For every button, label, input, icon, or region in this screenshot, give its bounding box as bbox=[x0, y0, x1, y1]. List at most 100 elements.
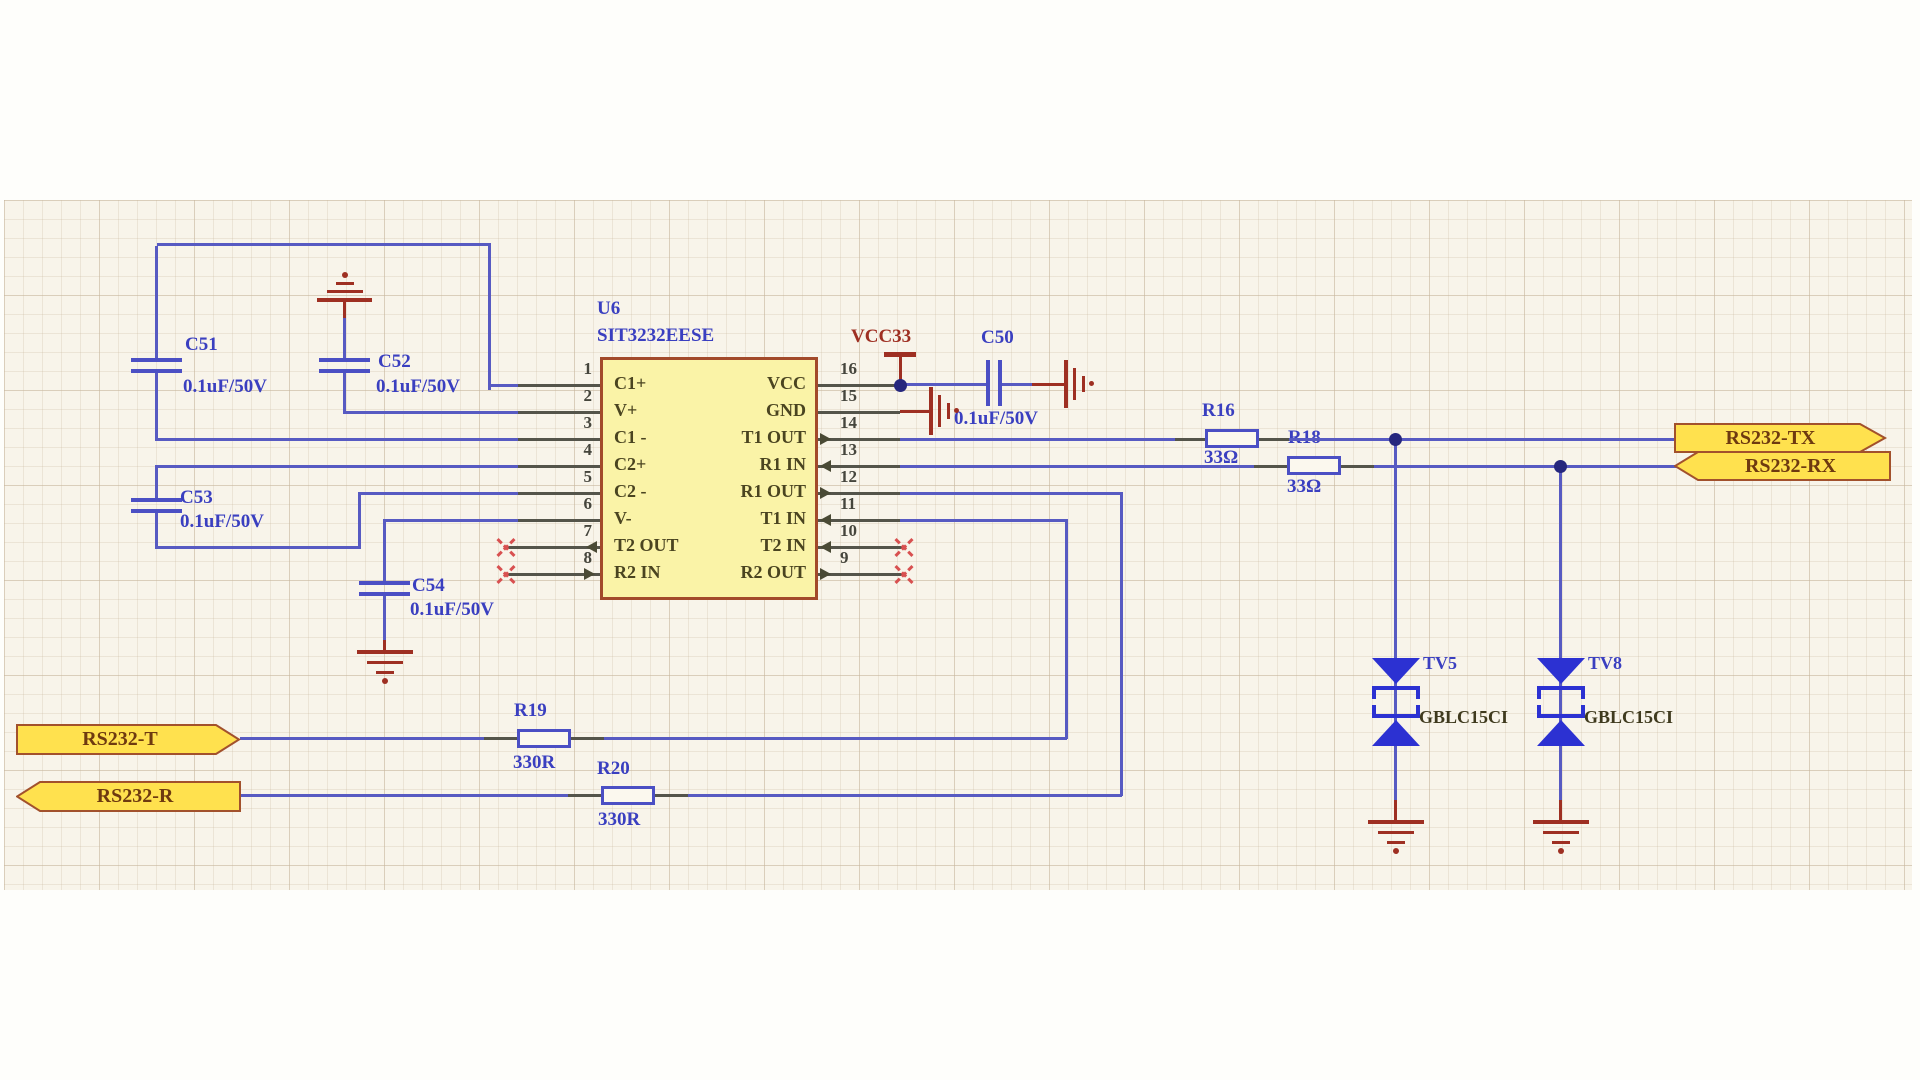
pin-stub bbox=[518, 519, 600, 522]
pin-name: T1 IN bbox=[760, 508, 806, 528]
wire-segment bbox=[383, 596, 386, 640]
resistor-value: 33Ω bbox=[1204, 447, 1239, 468]
ic-part-number: SIT3232EESE bbox=[597, 325, 715, 346]
pin-number: 15 bbox=[840, 386, 857, 405]
wire-segment bbox=[155, 246, 158, 360]
schematic-sheet-grid bbox=[4, 200, 1912, 890]
pin-direction-arrow bbox=[820, 541, 831, 553]
no-connect-x-icon bbox=[892, 535, 916, 559]
pin-stub bbox=[518, 411, 600, 414]
port-rs232-t[interactable] bbox=[16, 724, 242, 755]
pin-name: C1+ bbox=[614, 373, 647, 393]
wire-segment bbox=[383, 519, 520, 522]
wire-segment bbox=[1394, 438, 1397, 800]
pin-stub bbox=[818, 573, 904, 576]
wire-segment bbox=[900, 383, 987, 386]
pin-direction-arrow bbox=[820, 460, 831, 472]
pin-name: R2 IN bbox=[614, 562, 661, 582]
wire-segment bbox=[488, 243, 491, 390]
resistor-value: 33Ω bbox=[1287, 476, 1322, 497]
pin-direction-arrow bbox=[820, 568, 831, 580]
resistor-lead bbox=[655, 794, 688, 797]
resistor-lead bbox=[1254, 465, 1287, 468]
ic-u6-body[interactable] bbox=[600, 357, 818, 600]
resistor-ref: R18 bbox=[1288, 428, 1321, 447]
pin-number: 9 bbox=[840, 548, 849, 567]
port-rs232-r[interactable] bbox=[16, 781, 242, 812]
tvs-ref: TV5 bbox=[1423, 653, 1458, 673]
tvs-ref: TV8 bbox=[1588, 653, 1623, 673]
pin-name: T2 OUT bbox=[614, 535, 679, 555]
wire-segment bbox=[1065, 519, 1068, 739]
pin-stub bbox=[818, 519, 900, 522]
wire-segment bbox=[900, 410, 931, 413]
pin-number: 1 bbox=[583, 359, 593, 378]
wire-segment bbox=[899, 356, 902, 386]
pin-name: R1 IN bbox=[759, 454, 806, 474]
resistor-lead bbox=[1175, 438, 1205, 441]
pin-number: 7 bbox=[583, 521, 593, 540]
wire-segment bbox=[155, 438, 520, 441]
capacitor-ref: C54 bbox=[412, 575, 445, 596]
wire-segment bbox=[155, 465, 520, 468]
port-rs232-rx[interactable] bbox=[1674, 451, 1892, 481]
port-label: RS232-R bbox=[96, 785, 174, 807]
wire-segment bbox=[240, 737, 1067, 740]
wire-segment bbox=[900, 519, 1067, 522]
wire-segment bbox=[489, 384, 520, 387]
port-label: RS232-RX bbox=[1744, 455, 1837, 477]
wire-segment bbox=[1002, 383, 1034, 386]
power-net-label: VCC33 bbox=[851, 326, 912, 347]
capacitor-value: 0.1uF/50V bbox=[954, 408, 1038, 429]
pin-stub bbox=[818, 546, 904, 549]
pin-name: C2+ bbox=[614, 454, 647, 474]
pin-stub bbox=[818, 411, 900, 414]
wire-segment bbox=[358, 492, 361, 549]
resistor-ref: R16 bbox=[1202, 400, 1235, 421]
port-rs232-tx[interactable] bbox=[1674, 423, 1888, 453]
pin-name: V+ bbox=[614, 400, 638, 420]
junction-dot bbox=[1554, 460, 1567, 473]
pin-name: T2 IN bbox=[760, 535, 806, 555]
wire-segment bbox=[155, 546, 361, 549]
pin-number: 16 bbox=[840, 359, 857, 378]
pin-stub bbox=[818, 384, 900, 387]
capacitor-value: 0.1uF/50V bbox=[180, 511, 264, 532]
no-connect-x-icon bbox=[892, 562, 916, 586]
wire-segment bbox=[1032, 383, 1066, 386]
wire-segment bbox=[383, 521, 386, 583]
wire-segment bbox=[155, 513, 158, 549]
resistor-value: 330R bbox=[513, 752, 556, 773]
pin-number: 14 bbox=[840, 413, 857, 432]
wire-segment bbox=[343, 373, 346, 414]
port-label: RS232-T bbox=[82, 728, 158, 750]
pin-name: VCC bbox=[767, 373, 806, 393]
pin-stub bbox=[518, 384, 600, 387]
wire-segment bbox=[1120, 492, 1123, 796]
pin-number: 4 bbox=[583, 440, 593, 459]
pin-number: 6 bbox=[583, 494, 593, 513]
resistor-lead bbox=[484, 737, 517, 740]
wire-segment bbox=[343, 302, 346, 320]
pin-direction-arrow bbox=[820, 514, 831, 526]
tvs-part-number: GBLC15CI bbox=[1419, 707, 1509, 727]
pin-stub bbox=[508, 546, 600, 549]
capacitor-value: 0.1uF/50V bbox=[376, 376, 460, 397]
capacitor-ref: C53 bbox=[180, 487, 213, 508]
wire-segment bbox=[155, 373, 158, 441]
pin-direction-arrow bbox=[584, 568, 595, 580]
junction-dot bbox=[1389, 433, 1402, 446]
pin-name: C1 - bbox=[614, 427, 647, 447]
pin-stub bbox=[818, 438, 900, 441]
resistor-lead bbox=[568, 794, 601, 797]
capacitor-ref: C50 bbox=[981, 327, 1014, 348]
wire-segment bbox=[343, 318, 346, 360]
pin-name: T1 OUT bbox=[741, 427, 806, 447]
pin-direction-arrow bbox=[820, 487, 831, 499]
no-connect-x-icon bbox=[494, 535, 518, 559]
pin-number: 10 bbox=[840, 521, 857, 540]
pin-name: R2 OUT bbox=[740, 562, 806, 582]
pin-name: V- bbox=[614, 508, 632, 528]
wire-segment bbox=[343, 411, 520, 414]
